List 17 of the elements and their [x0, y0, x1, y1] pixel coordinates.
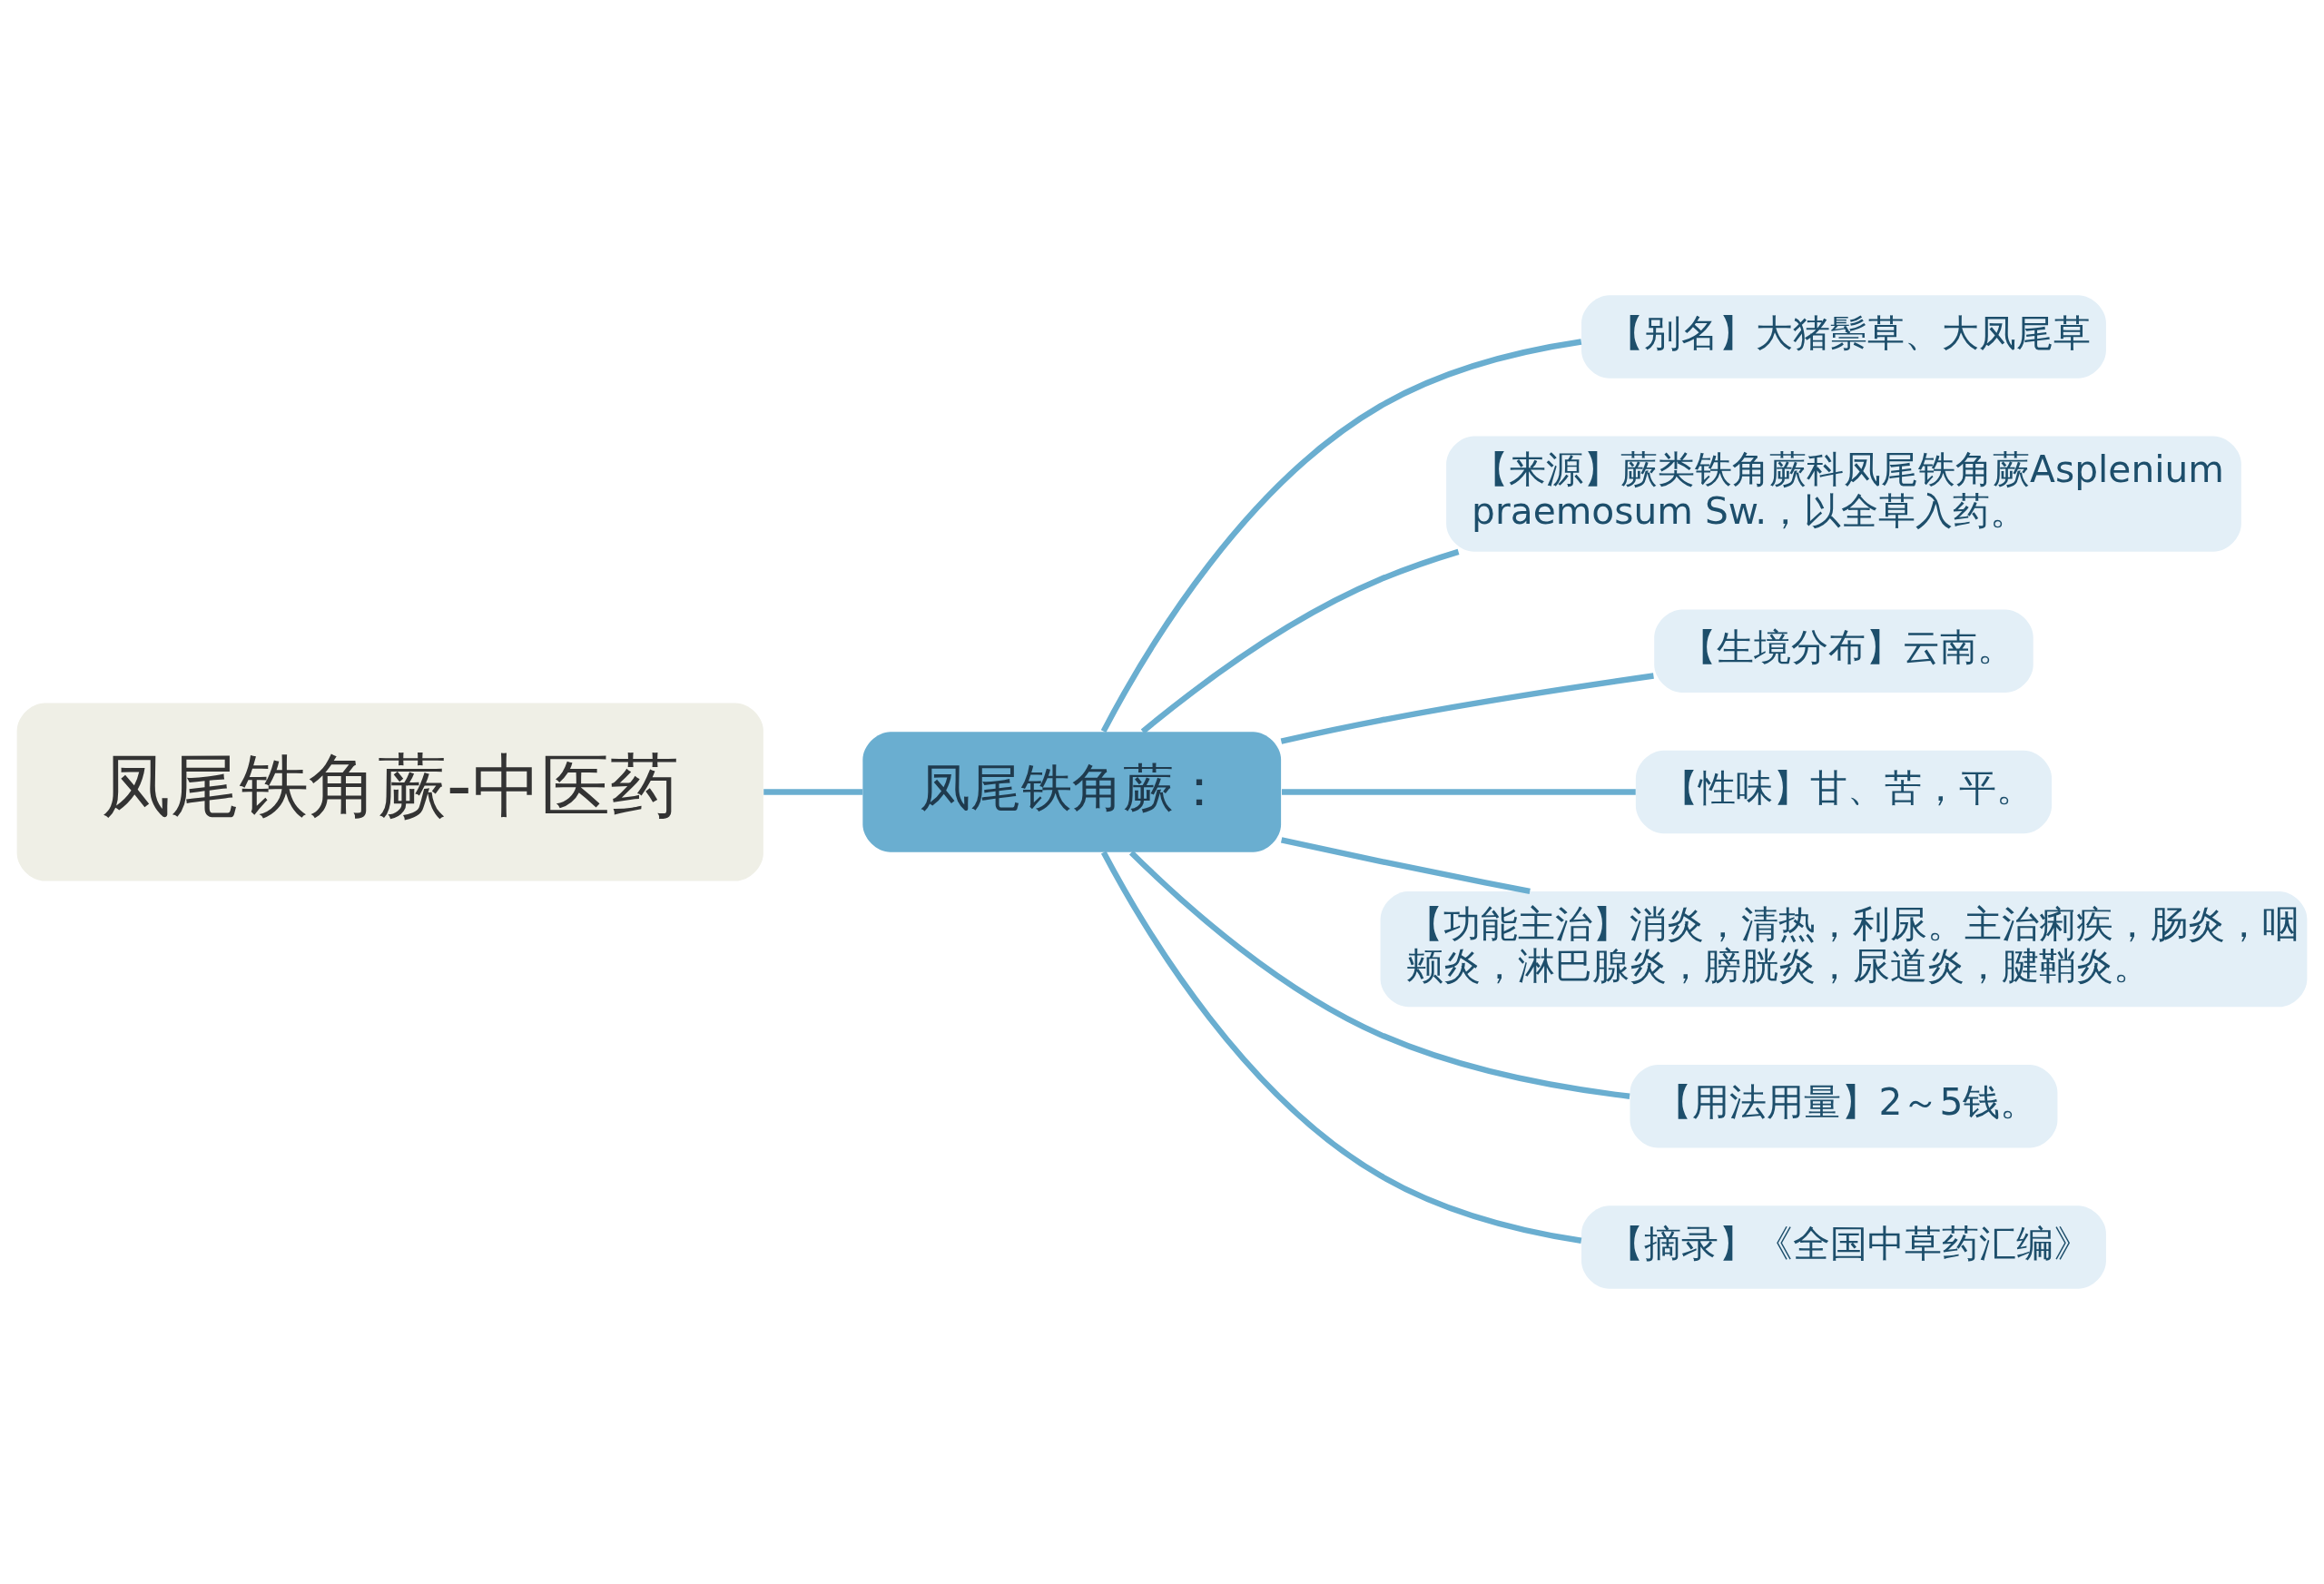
connector — [1100, 339, 1582, 733]
node-box: 【生境分布】云南。 — [1654, 609, 2034, 694]
node-box: 【功能主治】消炎，清热，利尿。主治痢疾，肠炎，咽颊炎，淋巴腺炎，膀胱炎，尿道炎，腱鞘炎。 — [1380, 890, 2308, 1008]
node-box: 【来源】蕨类铁角蕨科凤尾铁角蕨Asplenium praemosum Sw.，以全草入药。 — [1446, 436, 2241, 552]
node-box: 凤尾铁角蕨： — [862, 732, 1282, 852]
connector — [763, 789, 863, 795]
connector — [1100, 851, 1582, 1244]
node-box: 【用法用量】2～5钱。 — [1630, 1064, 2058, 1148]
connector — [1128, 850, 1630, 1099]
connector — [1280, 837, 1531, 895]
connector — [1280, 673, 1654, 744]
node-box: 【别名】大猪鬃草、大凤尾草 — [1581, 295, 2106, 379]
connector — [1140, 548, 1460, 734]
connector — [1281, 789, 1636, 795]
node-box: 凤尾铁角蕨-中医药 — [16, 703, 763, 881]
node-box: 【摘录】《全国中草药汇编》 — [1581, 1205, 2106, 1289]
node-box: 【性味】甘、苦，平。 — [1635, 750, 2053, 834]
